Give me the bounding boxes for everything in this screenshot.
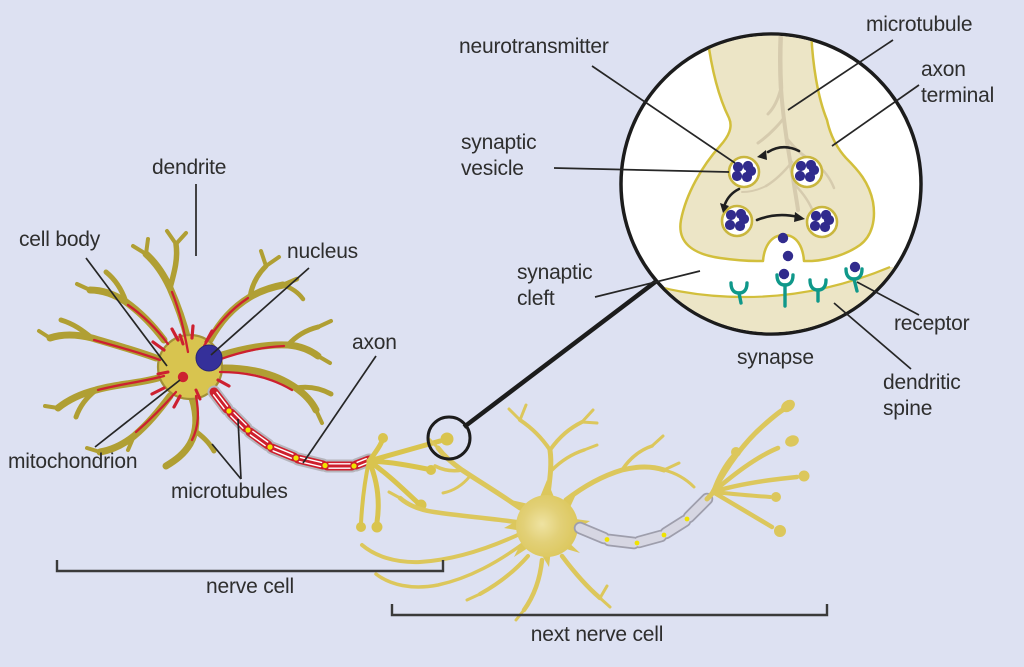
label-synapse: synapse	[737, 346, 814, 369]
leader-microtubules-1	[211, 443, 242, 480]
inset-microtubule-tree	[741, 35, 836, 216]
leader-neurotransmitter	[591, 65, 736, 164]
label-microtubule: microtubule	[866, 13, 973, 36]
label-synaptic-cleft: synaptic cleft	[517, 261, 593, 311]
label-next-nerve-cell: next nerve cell	[530, 623, 664, 646]
label-receptor: receptor	[894, 312, 970, 335]
inset-arrowheads	[720, 150, 805, 222]
span-brackets	[55, 560, 829, 617]
label-neurotransmitter: neurotransmitter	[459, 35, 609, 58]
leader-cell-body	[85, 257, 168, 367]
dendrites-cell2	[360, 403, 696, 622]
nodes-of-ranvier-cell1	[226, 408, 357, 469]
label-cell-body: cell body	[19, 228, 101, 251]
axon-myelinated-cell1	[207, 385, 376, 473]
label-dendrite: dendrite	[152, 156, 227, 179]
leader-synaptic-vesicle	[553, 167, 730, 173]
leader-microtubules-2	[237, 418, 242, 480]
label-microtubules: microtubules	[171, 480, 288, 503]
axon-terminal-branches-cell2	[704, 399, 810, 537]
leader-mitochondrion	[94, 379, 181, 448]
label-axon-terminal: axon terminal	[921, 58, 995, 108]
label-dendritic-spine: dendritic spine	[883, 371, 961, 421]
leader-microtubule	[787, 39, 894, 111]
mitochondrion-shape	[177, 371, 189, 383]
nerve-cell-1	[37, 229, 454, 533]
cell-body-2-shape	[516, 495, 578, 557]
leader-synaptic-cleft	[594, 270, 701, 298]
bracket-nerve-cell	[55, 560, 445, 573]
leader-dendritic-spine	[833, 302, 912, 370]
leader-lines	[85, 39, 920, 480]
label-synaptic-vesicle: synaptic vesicle	[461, 131, 537, 181]
axon-myelinated-cell2	[573, 492, 714, 550]
inset-neurotransmitter-dots	[724, 159, 861, 280]
inset-receptors	[729, 267, 864, 308]
leader-axon-terminal	[831, 84, 920, 147]
label-mitochondrion: mitochondrion	[8, 450, 138, 473]
leader-axon	[302, 355, 377, 464]
inset-vesicle-cycle-arrows	[723, 145, 801, 222]
bracket-next-nerve-cell	[390, 604, 829, 617]
leader-nucleus	[210, 267, 310, 356]
label-nucleus: nucleus	[287, 240, 358, 263]
label-axon: axon	[352, 331, 397, 354]
nodes-of-ranvier-cell2	[604, 516, 690, 546]
nerve-cell-2	[360, 399, 810, 622]
magnifier-small-circle	[426, 415, 472, 461]
leader-receptor	[856, 281, 920, 316]
label-nerve-cell: nerve cell	[206, 575, 294, 598]
